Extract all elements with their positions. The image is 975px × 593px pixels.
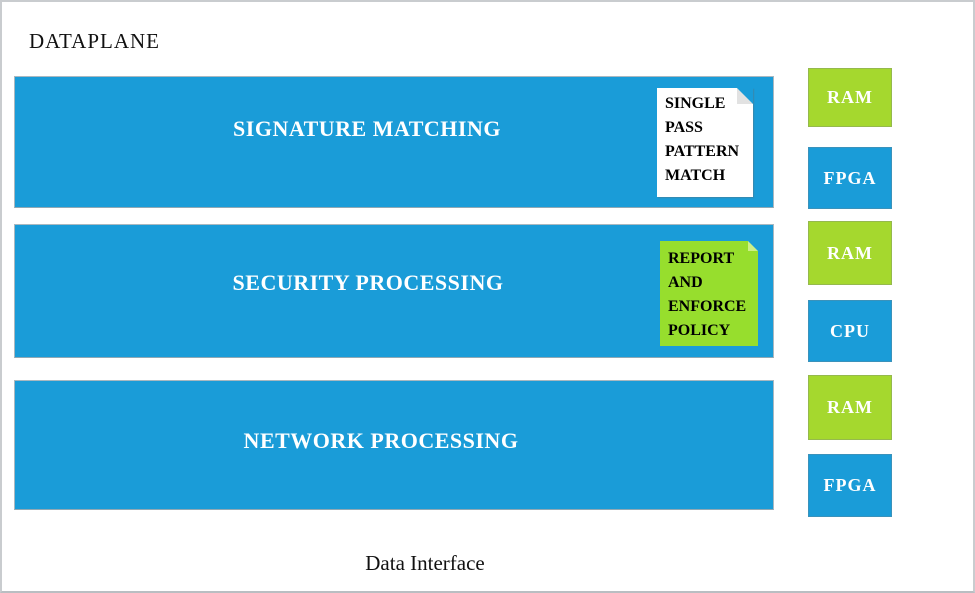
note-line: POLICY [668,322,731,339]
signature-matching-bar: SIGNATURE MATCHING SINGLE PASS PATTERN M… [14,76,774,208]
note-line: MATCH [665,167,726,184]
cpu-chip: CPU [808,300,892,362]
ram-chip-3-label: RAM [827,397,873,417]
fpga-chip-1-label: FPGA [823,167,877,188]
data-interface-label: Data Interface [365,551,485,575]
note-line: PATTERN [665,143,740,160]
note-line: SINGLE [665,95,726,112]
ram-chip-1: RAM [808,68,892,127]
network-processing-bar: NETWORK PROCESSING [14,380,774,510]
cpu-chip-label: CPU [830,320,870,341]
fpga-chip-2: FPGA [808,454,892,517]
ram-chip-2: RAM [808,221,892,285]
fpga-chip-1: FPGA [808,147,892,209]
note-line: ENFORCE [668,298,747,315]
network-processing-label: NETWORK PROCESSING [243,428,519,453]
signature-matching-label: SIGNATURE MATCHING [233,116,501,141]
ram-chip-1-label: RAM [827,87,873,107]
ram-chip-3: RAM [808,375,892,440]
fpga-chip-2-label: FPGA [823,475,877,495]
single-pass-pattern-match-note: SINGLE PASS PATTERN MATCH [657,88,753,197]
note-line: AND [668,274,703,291]
security-processing-bar: SECURITY PROCESSING REPORT AND ENFORCE P… [14,224,774,358]
ram-chip-2-label: RAM [827,242,873,263]
note-line: REPORT [668,250,735,267]
note-line: PASS [665,119,703,136]
report-and-enforce-policy-note: REPORT AND ENFORCE POLICY [660,241,758,346]
diagram-title: DATAPLANE [29,29,160,53]
security-processing-label: SECURITY PROCESSING [232,270,504,295]
